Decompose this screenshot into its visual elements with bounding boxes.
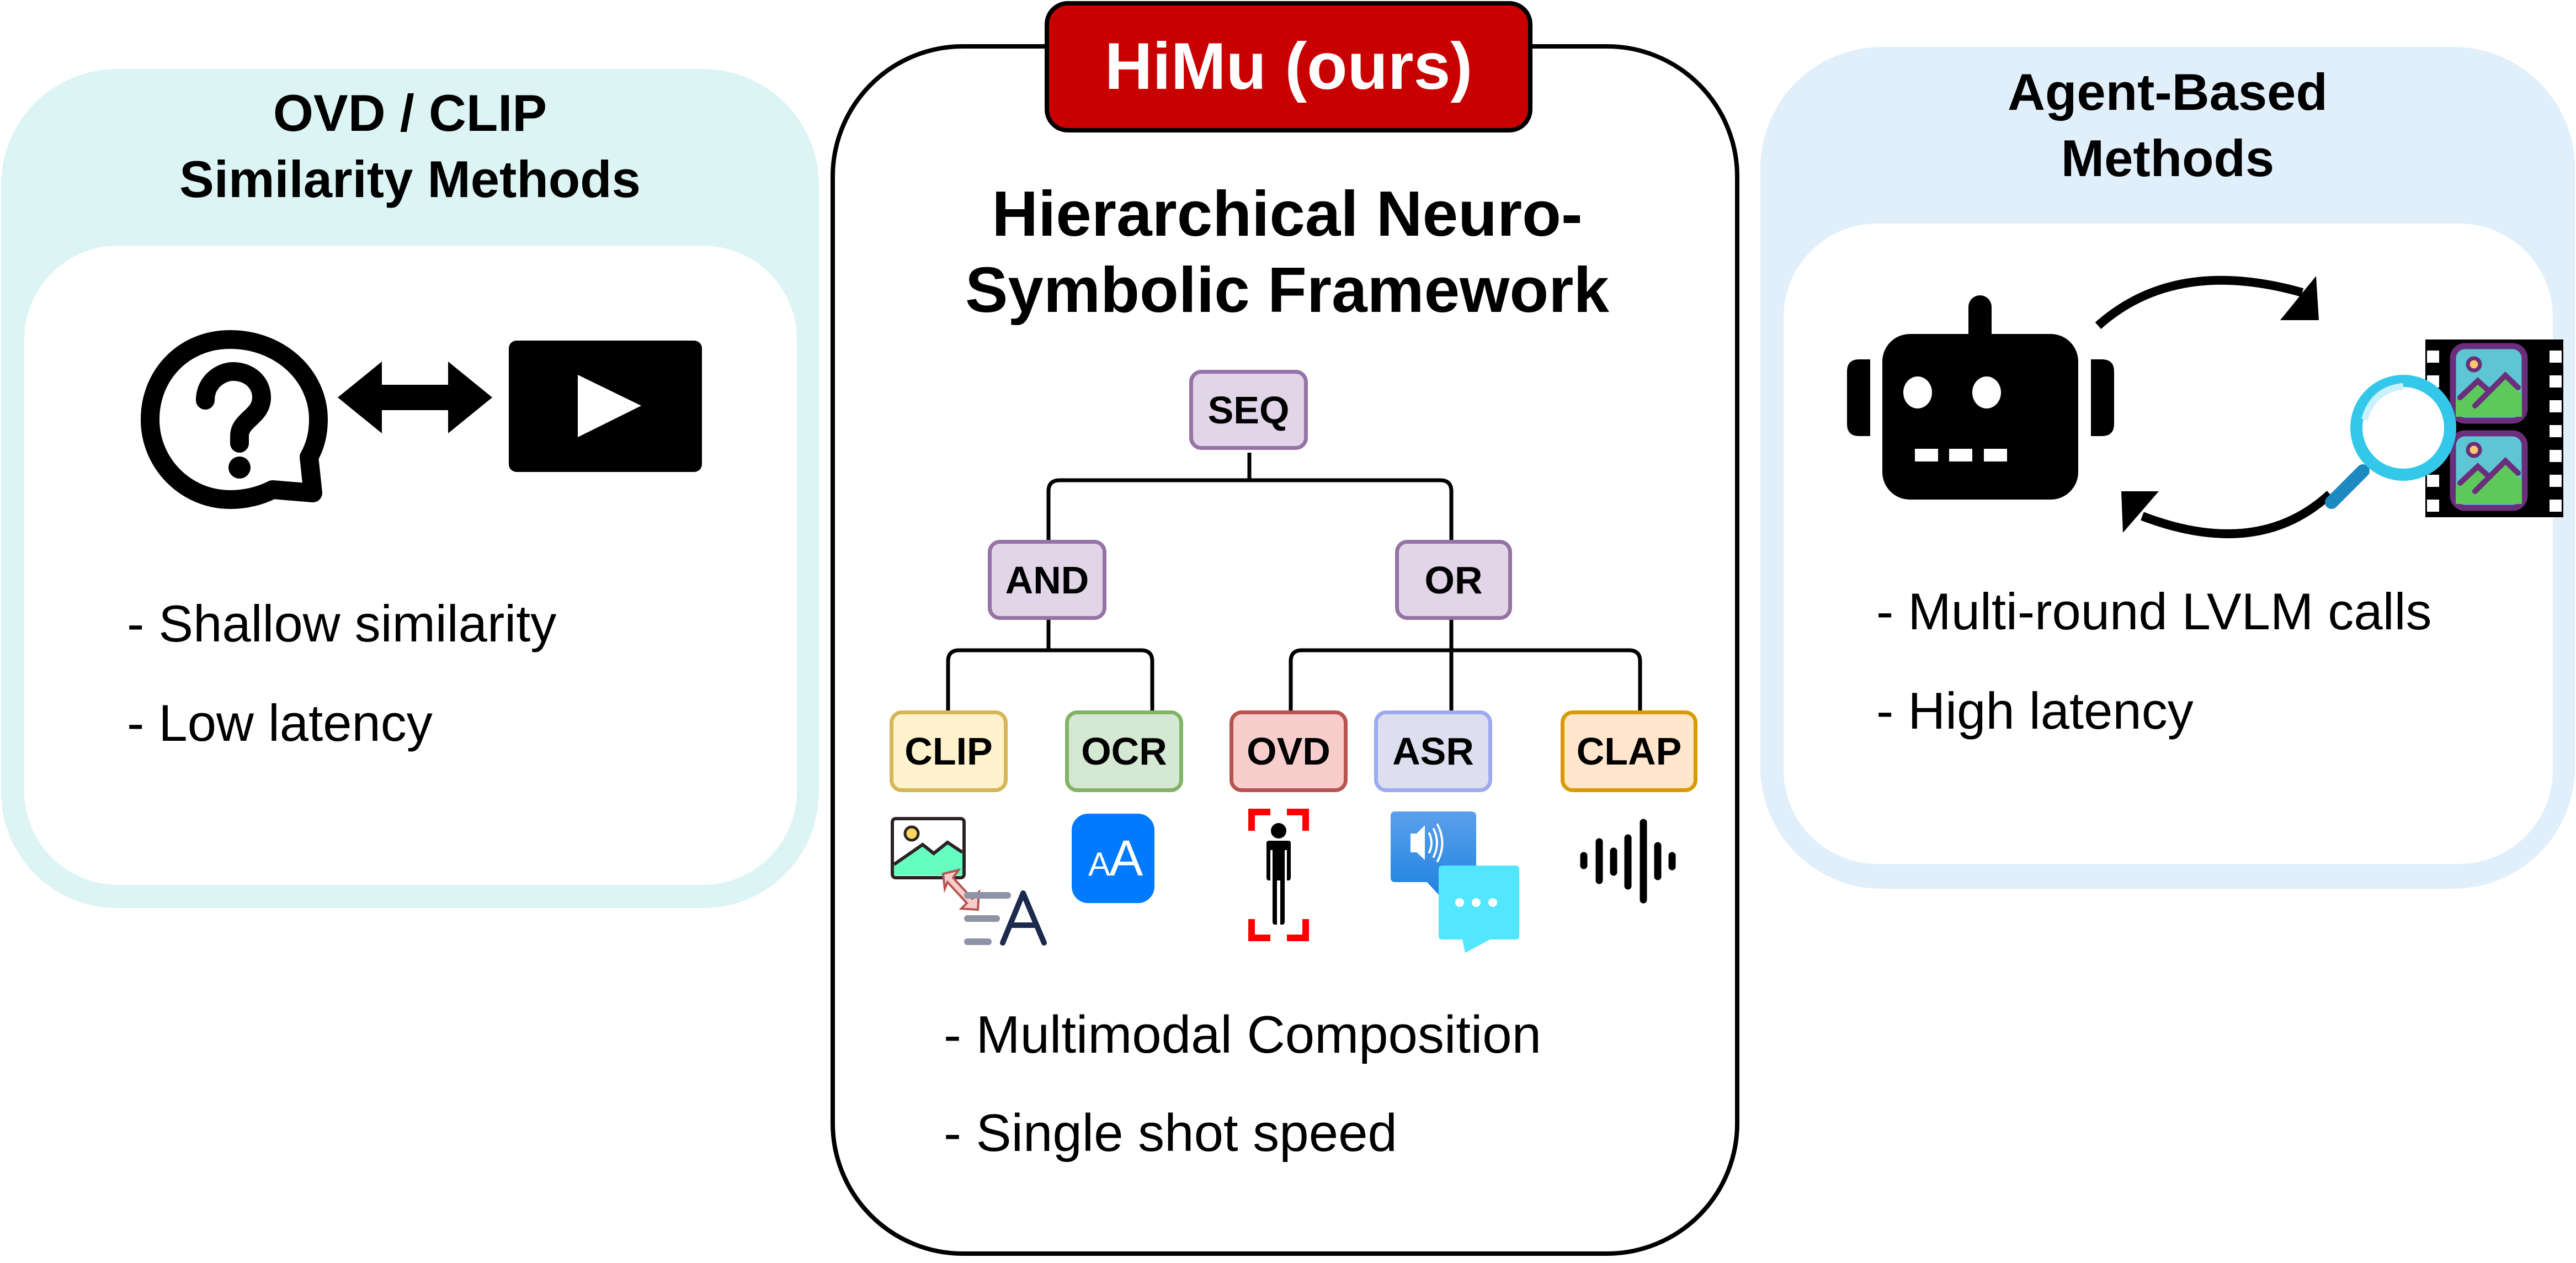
- node-clap: CLAP: [1561, 710, 1697, 792]
- bullet-high-latency: - High latency: [1876, 682, 2194, 740]
- bullet-multi-round-lvlm: - Multi-round LVLM calls: [1876, 582, 2432, 640]
- node-or: OR: [1395, 540, 1512, 620]
- node-ocr: OCR: [1065, 710, 1183, 792]
- title-line-1: OVD / CLIP: [273, 84, 547, 142]
- image-text-match-icon: [891, 817, 1047, 946]
- double-arrow-icon: [338, 362, 492, 433]
- node-asr: ASR: [1374, 710, 1492, 792]
- bullet-single-shot-speed: - Single shot speed: [944, 1103, 1397, 1163]
- cycle-arrows-icon: [2095, 275, 2333, 538]
- bullet-shallow-similarity: - Shallow similarity: [127, 595, 557, 652]
- title-line-1: Agent-Based: [2008, 63, 2328, 121]
- agent-based-panel-body: - Multi-round LVLM calls - High latency: [1784, 224, 2563, 864]
- ovd-clip-panel: OVD / CLIP Similarity Methods - Shallow …: [1, 69, 819, 908]
- ovd-clip-panel-body: - Shallow similarity - Low latency: [24, 246, 797, 885]
- tree-connectors: [946, 453, 1642, 711]
- node-clip: CLIP: [890, 710, 1008, 792]
- connector-or-children: [1289, 648, 1642, 711]
- ovd-clip-panel-title: OVD / CLIP Similarity Methods: [1, 80, 819, 213]
- connector-and-children: [946, 648, 1154, 711]
- person-detection-icon: [1248, 809, 1309, 941]
- himu-badge: HiMu (ours): [1045, 1, 1532, 132]
- text-font-icon: A A: [1072, 814, 1154, 903]
- himu-panel-title: Hierarchical Neuro- Symbolic Framework: [831, 176, 1744, 328]
- agent-based-panel: Agent-Based Methods: [1760, 47, 2575, 889]
- agent-based-panel-title: Agent-Based Methods: [1760, 59, 2575, 192]
- node-ovd: OVD: [1230, 710, 1348, 792]
- bullet-multimodal-composition: - Multimodal Composition: [944, 1005, 1542, 1064]
- title-line-2: Similarity Methods: [179, 150, 641, 208]
- node-seq: SEQ: [1189, 370, 1308, 450]
- video-play-icon: [509, 341, 702, 472]
- node-and: AND: [988, 540, 1106, 620]
- svg-text:A: A: [1088, 846, 1110, 883]
- title-line-1: Hierarchical Neuro-: [992, 178, 1583, 250]
- connector-seq-and-or: [1046, 478, 1454, 540]
- sound-wave-icon: [1580, 819, 1676, 904]
- robot-icon: [1847, 295, 2114, 500]
- question-bubble-icon: [141, 330, 328, 509]
- video-search-icon: [2325, 339, 2563, 517]
- svg-text:A: A: [1109, 830, 1143, 887]
- title-line-2: Methods: [2061, 129, 2275, 187]
- speech-chat-icon: [1391, 811, 1519, 953]
- title-line-2: Symbolic Framework: [965, 254, 1609, 326]
- bullet-low-latency: - Low latency: [127, 694, 433, 752]
